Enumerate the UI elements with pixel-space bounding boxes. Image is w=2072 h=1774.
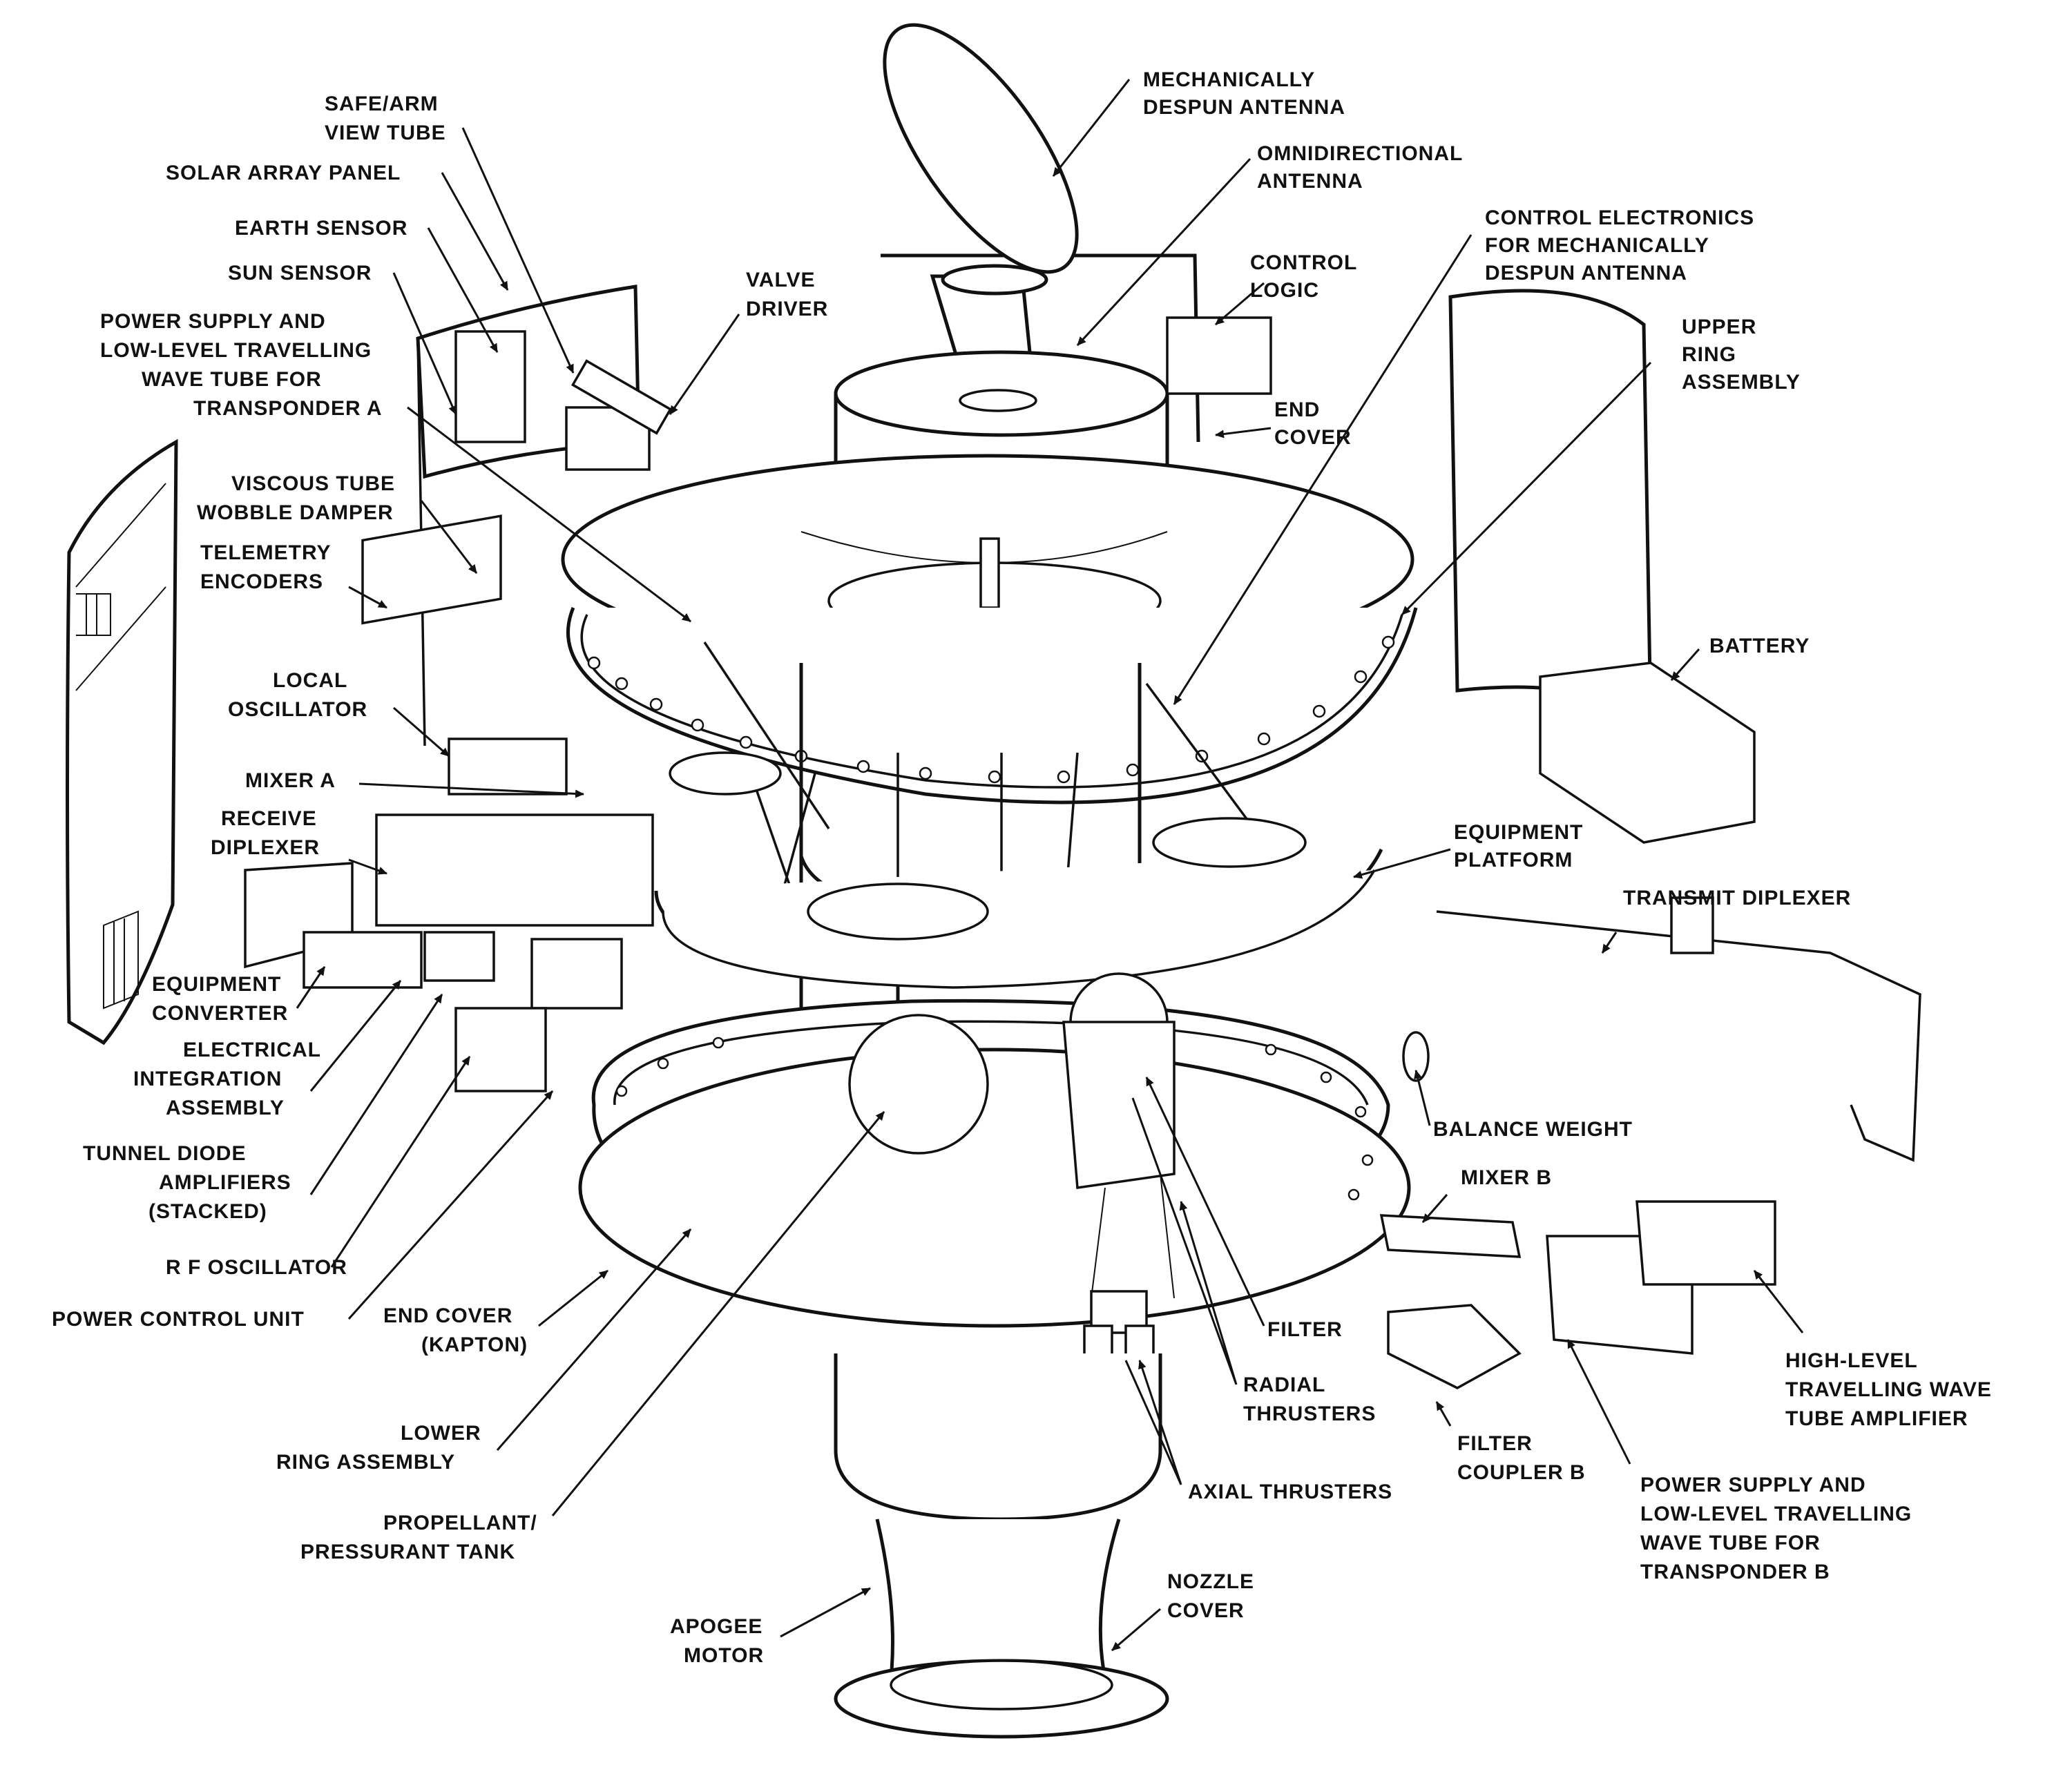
equipment-platform xyxy=(654,751,1383,989)
label-omnidirectional-antenna: OMNIDIRECTIONAL ANTENNA xyxy=(1257,142,1469,193)
label-local-oscillator: LOCAL OSCILLATOR xyxy=(228,669,367,721)
label-upper-ring-assembly: UPPER RING ASSEMBLY xyxy=(1682,316,1801,394)
label-mechanically-despun-antenna: MECHANICALLY DESPUN ANTENNA xyxy=(1143,68,1345,119)
label-telemetry-encoders: TELEMETRY ENCODERS xyxy=(200,541,337,593)
label-nozzle-cover: NOZZLE COVER xyxy=(1167,1570,1260,1622)
label-valve-driver: VALVE DRIVER xyxy=(746,269,828,320)
label-filter-coupler-b: FILTER COUPLER B xyxy=(1457,1432,1586,1484)
label-end-cover-top: END COVER xyxy=(1274,398,1352,449)
label-mixer-b: MIXER B xyxy=(1461,1166,1552,1189)
label-mixer-a: MIXER A xyxy=(245,769,336,792)
label-tunnel-diode: TUNNEL DIODE AMPLIFIERS (STACKED) xyxy=(83,1142,298,1223)
labels: MECHANICALLY DESPUN ANTENNA OMNIDIRECTIO… xyxy=(52,68,1998,1667)
left-equipment xyxy=(244,330,673,1092)
label-receive-diplexer: RECEIVE DIPLEXER xyxy=(211,807,323,859)
struts xyxy=(703,642,1286,926)
label-power-supply-a: POWER SUPPLY AND LOW-LEVEL TRAVELLING WA… xyxy=(100,310,383,420)
label-balance-weight: BALANCE WEIGHT xyxy=(1433,1118,1633,1141)
label-apogee-motor: APOGEE MOTOR xyxy=(670,1615,769,1667)
label-control-logic: CONTROL LOGIC xyxy=(1250,251,1363,302)
label-power-supply-b: POWER SUPPLY AND LOW-LEVEL TRAVELLING WA… xyxy=(1640,1474,1919,1583)
label-equipment-converter: EQUIPMENT CONVERTER xyxy=(152,973,288,1025)
right-equipment xyxy=(1166,316,1921,1389)
label-high-level-twta: HIGH-LEVEL TRAVELLING WAVE TUBE AMPLIFIE… xyxy=(1785,1349,1998,1430)
label-safe-arm: SAFE/ARM VIEW TUBE xyxy=(325,93,446,144)
label-transmit-diplexer: TRANSMIT DIPLEXER xyxy=(1623,887,1851,909)
label-radial-thrusters: RADIAL THRUSTERS xyxy=(1243,1373,1376,1425)
label-solar-array-panel: SOLAR ARRAY PANEL xyxy=(166,162,401,184)
label-equipment-platform: EQUIPMENT PLATFORM xyxy=(1454,821,1590,871)
thrusters xyxy=(1062,1021,1176,1362)
lower-ring xyxy=(578,972,1411,1328)
label-earth-sensor: EARTH SENSOR xyxy=(235,217,407,240)
label-propellant-tank: PROPELLANT/ PRESSURANT TANK xyxy=(300,1512,544,1563)
label-sun-sensor: SUN SENSOR xyxy=(228,262,372,285)
left-solar-panel xyxy=(66,438,178,1045)
label-control-electronics: CONTROL ELECTRONICS FOR MECHANICALLY DES… xyxy=(1485,206,1761,285)
label-power-control-unit: POWER CONTROL UNIT xyxy=(52,1308,305,1331)
label-filter: FILTER xyxy=(1267,1318,1343,1341)
label-rf-oscillator: R F OSCILLATOR xyxy=(166,1256,347,1279)
label-end-cover-kapton: END COVER (KAPTON) xyxy=(383,1304,528,1356)
apogee-motor xyxy=(834,1353,1169,1739)
label-battery: BATTERY xyxy=(1709,635,1810,657)
label-electrical-integration: ELECTRICAL INTEGRATION ASSEMBLY xyxy=(133,1039,327,1119)
label-viscous-tube: VISCOUS TUBE WOBBLE DAMPER xyxy=(197,472,401,524)
leader-lines xyxy=(296,79,1804,1652)
label-axial-thrusters: AXIAL THRUSTERS xyxy=(1188,1481,1392,1503)
label-lower-ring-assembly: LOWER RING ASSEMBLY xyxy=(276,1422,488,1474)
